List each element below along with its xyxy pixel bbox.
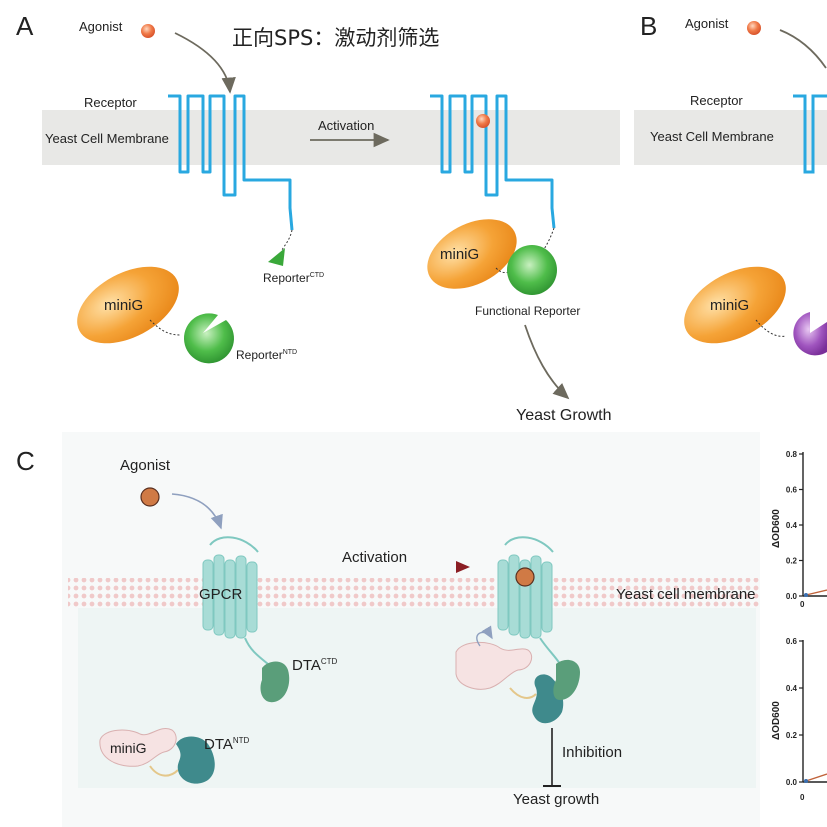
plot-top-point xyxy=(804,593,808,597)
panel-c-bound-agonist xyxy=(515,567,535,587)
panel-a-agonist-label: Agonist xyxy=(79,19,123,34)
plot-top: 0.8 0.6 0.4 0.2 0.0 ΔOD600 0 xyxy=(771,450,827,609)
panel-c-letter: C xyxy=(16,446,35,476)
plot-top-x0: 0 xyxy=(800,600,805,609)
panel-b-agonist-ball xyxy=(747,21,761,35)
plot-bottom-ylabel: ΔOD600 xyxy=(771,701,782,740)
plot-top-tick-label: 0.4 xyxy=(786,521,798,530)
functional-reporter xyxy=(507,245,557,295)
figure-title-cn: 正向SPS：激动剂筛选 xyxy=(232,26,439,50)
panel-b: B Agonist Receptor Yeast Cell Membrane m… xyxy=(634,11,827,356)
reporter-ntd-label: ReporterNTD xyxy=(236,348,297,362)
plot-bottom-x0: 0 xyxy=(800,793,805,802)
panel-b-receptor xyxy=(793,94,827,174)
plot-top-tick-label: 0.0 xyxy=(786,592,798,601)
bound-agonist xyxy=(476,114,490,128)
panel-c-membrane-label: Yeast cell membrane xyxy=(616,586,756,603)
dta-ntd-label: DTANTD xyxy=(204,736,250,753)
gpcr-label: GPCR xyxy=(199,586,243,603)
gpcr-left xyxy=(202,536,269,665)
plot-bottom-tick-label: 0.0 xyxy=(786,778,798,787)
plot-bottom-series xyxy=(805,773,827,782)
plot-top-tick-label: 0.6 xyxy=(786,486,798,495)
panel-b-membrane-band xyxy=(634,110,827,165)
activation-arrowhead-c xyxy=(456,561,470,573)
plot-bottom: 0.6 0.4 0.2 0.0 ΔOD600 0 xyxy=(771,637,827,802)
dta-ntd-free xyxy=(176,736,215,784)
panel-c: C Agonist GPCR DTACTD Activation xyxy=(16,432,760,827)
panel-a: A Agonist 正向SPS：激动剂筛选 Receptor Yeast Cel… xyxy=(16,11,620,424)
panel-b-linker xyxy=(755,319,787,337)
minig-right xyxy=(427,219,517,289)
receptor-right xyxy=(430,94,556,229)
minig-dta-linker-free xyxy=(149,765,179,777)
yeast-growth-label-c: Yeast growth xyxy=(513,791,599,808)
receptor-left xyxy=(168,94,294,231)
plot-bottom-tick-label: 0.6 xyxy=(786,637,798,646)
panel-b-purple-reporter xyxy=(793,312,827,356)
membrane-label: Yeast Cell Membrane xyxy=(45,131,169,146)
minig-reporter-linker xyxy=(495,267,511,275)
plot-top-series xyxy=(805,589,827,596)
lipid-bilayer xyxy=(68,578,760,608)
panel-b-minig-label: miniG xyxy=(710,297,749,314)
activation-label-a: Activation xyxy=(318,118,374,133)
panel-c-agonist-arrow xyxy=(171,493,223,530)
panel-a-letter: A xyxy=(16,11,34,41)
functional-reporter-label: Functional Reporter xyxy=(475,304,580,318)
minig-free xyxy=(99,728,177,767)
panel-c-agonist-ball xyxy=(140,487,160,507)
plot-top-tick-label: 0.8 xyxy=(786,450,798,459)
minig-active xyxy=(455,642,533,690)
panel-b-agonist-arrow xyxy=(779,29,827,69)
yeast-growth-label-a: Yeast Growth xyxy=(516,407,611,424)
minig-activation-arrow xyxy=(476,625,493,647)
dta-ctd-label: DTACTD xyxy=(292,657,338,674)
panel-b-agonist-label: Agonist xyxy=(685,16,729,31)
reporter-ctd-wedge xyxy=(268,248,285,266)
minig-dta-linker-active xyxy=(509,687,537,699)
minig-left-label: miniG xyxy=(104,297,143,314)
panel-b-receptor-label: Receptor xyxy=(690,93,743,108)
minig-left xyxy=(77,266,179,344)
inhibition-label: Inhibition xyxy=(562,744,622,761)
panel-b-minig xyxy=(684,266,786,344)
reporter-ctd-linker xyxy=(281,229,293,251)
panel-c-agonist-label: Agonist xyxy=(120,457,171,474)
panel-b-letter: B xyxy=(640,11,657,41)
growth-arrow xyxy=(524,324,570,400)
minig-free-label: miniG xyxy=(110,740,147,756)
plot-bottom-tick-label: 0.2 xyxy=(786,731,798,740)
agonist-ball xyxy=(141,24,155,38)
plot-bottom-point xyxy=(804,779,808,783)
plot-bottom-tick-label: 0.4 xyxy=(786,684,798,693)
plot-top-tick-label: 0.2 xyxy=(786,557,798,566)
activation-label-c: Activation xyxy=(342,549,407,566)
agonist-binding-arrow xyxy=(174,32,236,94)
panel-b-membrane-label: Yeast Cell Membrane xyxy=(650,129,774,144)
yeast-membrane-band xyxy=(42,110,620,165)
minig-right-label: miniG xyxy=(440,246,479,263)
reporter-ctd-label: ReporterCTD xyxy=(263,271,324,285)
plot-top-ylabel: ΔOD600 xyxy=(771,509,782,548)
reporter-ntd-pacman xyxy=(183,313,234,364)
dta-ctd-active xyxy=(553,659,580,700)
dta-ctd-shape xyxy=(260,661,290,703)
receptor-label: Receptor xyxy=(84,95,137,110)
